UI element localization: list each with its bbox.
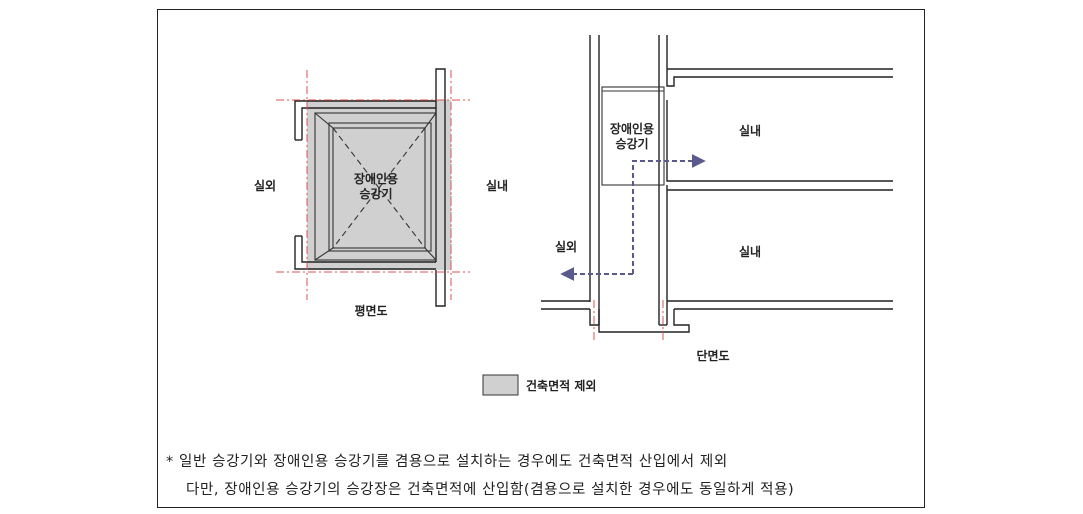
- section-path-arrows: [560, 154, 706, 281]
- section-elevator-label-2: 승강기: [615, 136, 648, 151]
- section-elevator-label-1: 장애인용: [610, 121, 654, 136]
- plan-outdoor-label: 실외: [254, 178, 276, 193]
- section-indoor-lower-label: 실내: [739, 244, 761, 259]
- plan-center-lines: [276, 70, 470, 300]
- plan-walls: [294, 68, 446, 307]
- section-walls: [541, 35, 893, 333]
- legend-swatch: [482, 374, 519, 396]
- figure-frame: [157, 9, 925, 508]
- plan-elevator-label-2: 승강기: [359, 186, 392, 201]
- section-center-lines: [593, 300, 664, 342]
- note-line-1: * 일반 승강기와 장애인용 승강기를 겸용으로 설치하는 경우에도 건축면적 …: [166, 454, 728, 470]
- plan-caption: 평면도: [354, 303, 387, 318]
- plan-indoor-label: 실내: [486, 178, 508, 193]
- legend: 건축면적 제외: [482, 374, 596, 396]
- note-line-2: 다만, 장애인용 승강기의 승강장은 건축면적에 산입함(겸용으로 설치한 경우…: [186, 482, 795, 498]
- section-outdoor-label: 실외: [555, 239, 577, 254]
- plan-elevator-car: [314, 112, 437, 261]
- plan-view: 장애인용 승강기 실외 실내 평면도: [254, 68, 508, 318]
- section-view: 장애인용 승강기 실내 실내 실외 단면도: [541, 35, 893, 363]
- section-elevator-cab: [601, 86, 665, 186]
- legend-label: 건축면적 제외: [526, 378, 596, 393]
- section-indoor-upper-label: 실내: [739, 123, 761, 138]
- plan-elevator-label-1: 장애인용: [354, 171, 398, 186]
- section-caption: 단면도: [696, 348, 729, 363]
